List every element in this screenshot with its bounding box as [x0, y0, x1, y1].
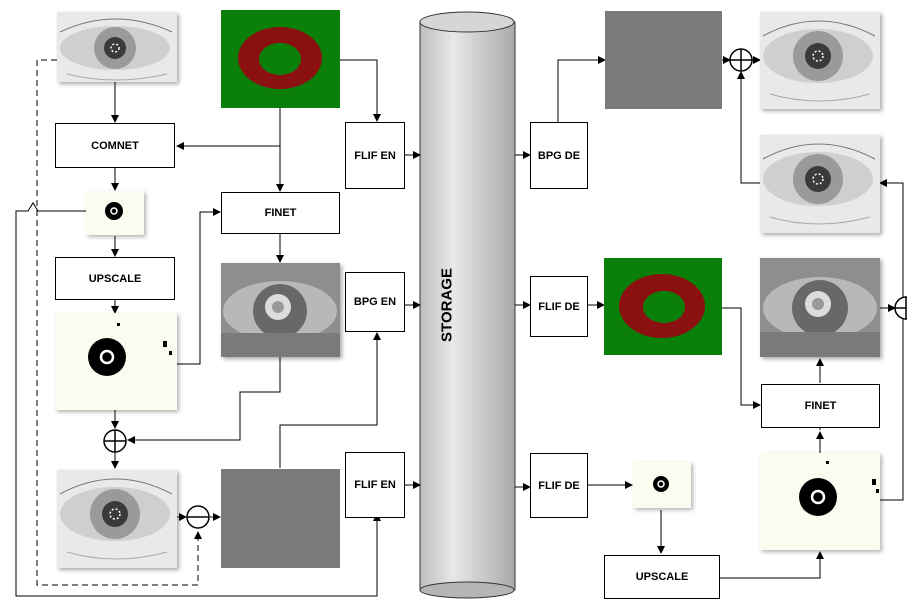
flif-en-top-label: FLIF EN [354, 150, 396, 162]
finet-encoder-label: FINET [265, 207, 297, 219]
eye-icon [760, 135, 880, 233]
decoded-segmentation-image [604, 258, 722, 355]
bpg-en-label: BPG EN [354, 296, 396, 308]
upscale-encoder-label: UPSCALE [89, 273, 142, 285]
eye-icon [760, 12, 880, 109]
flif-de-bottom-label: FLIF DE [538, 480, 580, 492]
input-eye-image [57, 12, 177, 82]
upscaled-mask-image [55, 313, 177, 410]
finet-prediction-image [221, 263, 340, 357]
finet-decoder-block[interactable]: FINET [761, 384, 880, 428]
iris-ring-icon [604, 258, 722, 355]
storage-cylinder [420, 12, 515, 598]
decoded-residual-image [605, 11, 722, 109]
reconstructed-eye-image [57, 470, 177, 568]
pupil-mask-icon [633, 462, 691, 508]
flif-de-bottom-block[interactable]: FLIF DE [530, 453, 588, 518]
flif-de-mid-block[interactable]: FLIF DE [530, 276, 588, 337]
decoded-upscaled-mask-image [760, 453, 880, 550]
flif-de-mid-label: FLIF DE [538, 301, 580, 313]
low-res-mask-image [86, 191, 144, 235]
flif-en-top-block[interactable]: FLIF EN [345, 122, 405, 189]
finet-encoder-block[interactable]: FINET [221, 192, 340, 234]
storage-label: STORAGE [439, 268, 456, 342]
residual-image [221, 469, 340, 568]
bpg-de-block[interactable]: BPG DE [530, 122, 588, 189]
add-operator-encoder [104, 430, 126, 452]
add-operator-decoder-top [730, 49, 752, 71]
upscale-decoder-block[interactable]: UPSCALE [604, 555, 720, 599]
bpg-en-block[interactable]: BPG EN [345, 272, 405, 332]
add-operator-decoder-right [895, 297, 907, 319]
flif-en-bottom-block[interactable]: FLIF EN [345, 452, 405, 518]
decoded-finet-image [760, 258, 880, 357]
output-eye-image [760, 12, 880, 109]
decoded-low-res-mask-image [633, 462, 691, 508]
pupil-mask-icon [86, 191, 144, 235]
eye-icon [57, 12, 177, 82]
bpg-de-label: BPG DE [538, 150, 580, 162]
eye-icon [221, 263, 340, 357]
segmentation-mask-image [221, 10, 340, 108]
finet-decoder-label: FINET [805, 400, 837, 412]
flif-en-bottom-label: FLIF EN [354, 479, 396, 491]
subtract-operator [187, 506, 209, 528]
upscale-decoder-label: UPSCALE [636, 571, 689, 583]
pupil-mask-icon [55, 313, 177, 410]
comnet-label: COMNET [91, 140, 139, 152]
iris-ring-icon [221, 10, 340, 108]
eye-icon [760, 258, 880, 357]
pupil-mask-icon [760, 453, 880, 550]
comnet-block[interactable]: COMNET [55, 123, 175, 168]
upscale-encoder-block[interactable]: UPSCALE [55, 257, 175, 300]
eye-icon [57, 470, 177, 568]
decoded-prediction-eye-image [760, 135, 880, 233]
